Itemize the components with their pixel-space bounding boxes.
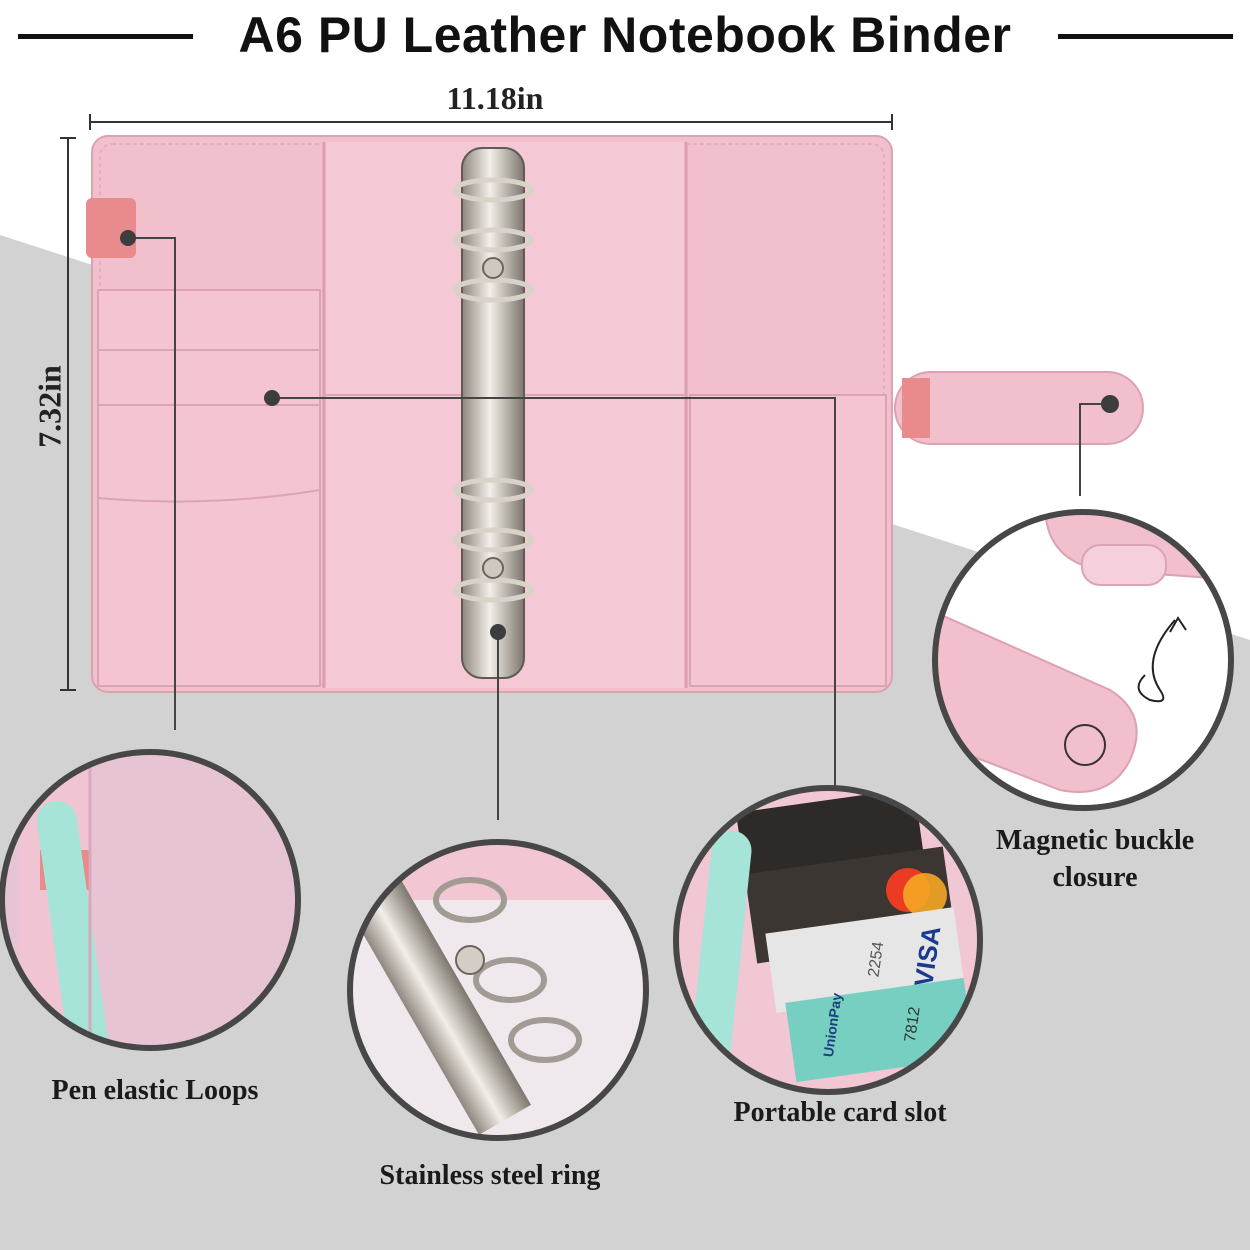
label-magnetic-closure: Magnetic buckle closure: [995, 825, 1195, 893]
label-steel-ring: Stainless steel ring: [379, 1160, 601, 1191]
width-dimension: 11.18in: [446, 80, 544, 116]
binder-open: [86, 135, 1144, 693]
callout-dot-pen: [120, 230, 136, 246]
height-dimension: 7.32in: [31, 365, 68, 448]
dimension-lines: [60, 114, 893, 691]
card-slot-detail: VISA 2254 7812 UnionPay: [673, 785, 983, 1095]
page-title: A6 PU Leather Notebook Binder: [238, 7, 1012, 63]
steel-ring-detail: [347, 839, 649, 1141]
callout-dot-magnet: [1101, 395, 1119, 413]
title-rule-right: [1058, 34, 1233, 39]
label-card-slot: Portable card slot: [733, 1097, 947, 1128]
callout-lines: [128, 237, 1110, 820]
pen-loops-detail: [0, 749, 301, 1051]
card-number-b: 7812: [902, 1006, 924, 1044]
card-number-a: 2254: [866, 941, 888, 979]
label-pen-loops: Pen elastic Loops: [51, 1075, 259, 1106]
title-rule-left: [18, 34, 193, 39]
callout-dot-ring: [490, 624, 506, 640]
callout-dot-card: [264, 390, 280, 406]
